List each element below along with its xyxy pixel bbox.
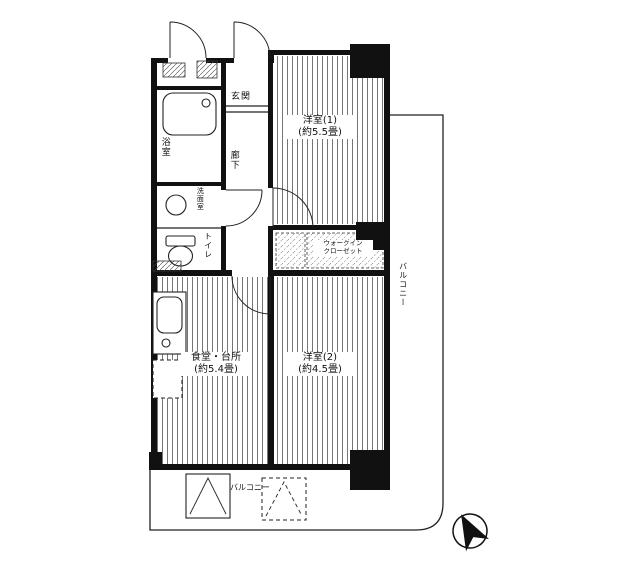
- pillar-top-right: [350, 44, 390, 78]
- room1-label: 洋室(1) (約5.5畳): [287, 115, 353, 139]
- room1-name: 洋室(1): [302, 115, 338, 126]
- refrigerator-space: [152, 359, 183, 399]
- room1-floor: [274, 56, 384, 224]
- closet-box: [275, 232, 306, 269]
- room1-door-arc: [272, 187, 314, 229]
- wic-line2: クローゼット: [323, 246, 363, 255]
- balcony-side-label: バルコニー: [398, 262, 408, 307]
- dining-name: 食堂・台所: [191, 352, 241, 363]
- kitchen-door-arc: [231, 275, 271, 315]
- walls: [149, 44, 390, 490]
- bathtub-drain: [201, 98, 211, 108]
- bathroom-label: 浴室: [159, 137, 170, 157]
- room1-size: (約5.5畳): [298, 127, 342, 138]
- toilet-tank: [165, 235, 196, 247]
- balcony-outline: [149, 114, 444, 531]
- door-swings: [169, 21, 314, 315]
- shoe-cabinet-right: [196, 60, 218, 79]
- entrance-label: 玄関: [231, 92, 252, 103]
- dining-kitchen-label: 食堂・台所 (約5.4畳): [181, 352, 251, 376]
- storage-hatch: [152, 60, 218, 272]
- balcony-hatch-square: [185, 473, 231, 519]
- thin-partitions: [157, 105, 268, 229]
- pillar-bottom-right: [350, 450, 390, 490]
- hallway-label: 廊下: [228, 150, 239, 170]
- entrance-door-arc: [169, 21, 207, 59]
- room2-name: 洋室(2): [302, 352, 338, 363]
- washroom-door-arc: [225, 189, 263, 227]
- walk-in-closet-label: ウォークイン クローゼット: [313, 239, 373, 256]
- kitchen-sink-icon: [156, 296, 183, 334]
- entrance-storage-door-arc: [233, 21, 271, 59]
- balcony-features: [185, 473, 307, 521]
- balcony-dashed-square: [261, 477, 307, 521]
- balcony-bottom-label: バルコニー: [230, 483, 270, 492]
- balcony-dashed-lines: [265, 481, 303, 517]
- dining-size: (約5.4畳): [194, 364, 238, 375]
- balcony-hatch-lines: [189, 476, 227, 515]
- washroom-label: 洗面室: [196, 187, 205, 211]
- room2-label: 洋室(2) (約4.5畳): [287, 352, 353, 376]
- room2-size: (約4.5畳): [298, 364, 342, 375]
- shoe-cabinet-left: [162, 62, 186, 78]
- north-compass-icon: [452, 513, 489, 552]
- pillar-bottom-left: [149, 452, 162, 470]
- wic-line1: ウォークイン: [323, 239, 363, 247]
- kitchen-faucet: [161, 338, 171, 348]
- toilet-shelf-hatch: [152, 260, 182, 272]
- washbasin-icon: [165, 194, 187, 216]
- toilet-label: トイレ: [203, 232, 213, 259]
- fixtures: [152, 92, 217, 399]
